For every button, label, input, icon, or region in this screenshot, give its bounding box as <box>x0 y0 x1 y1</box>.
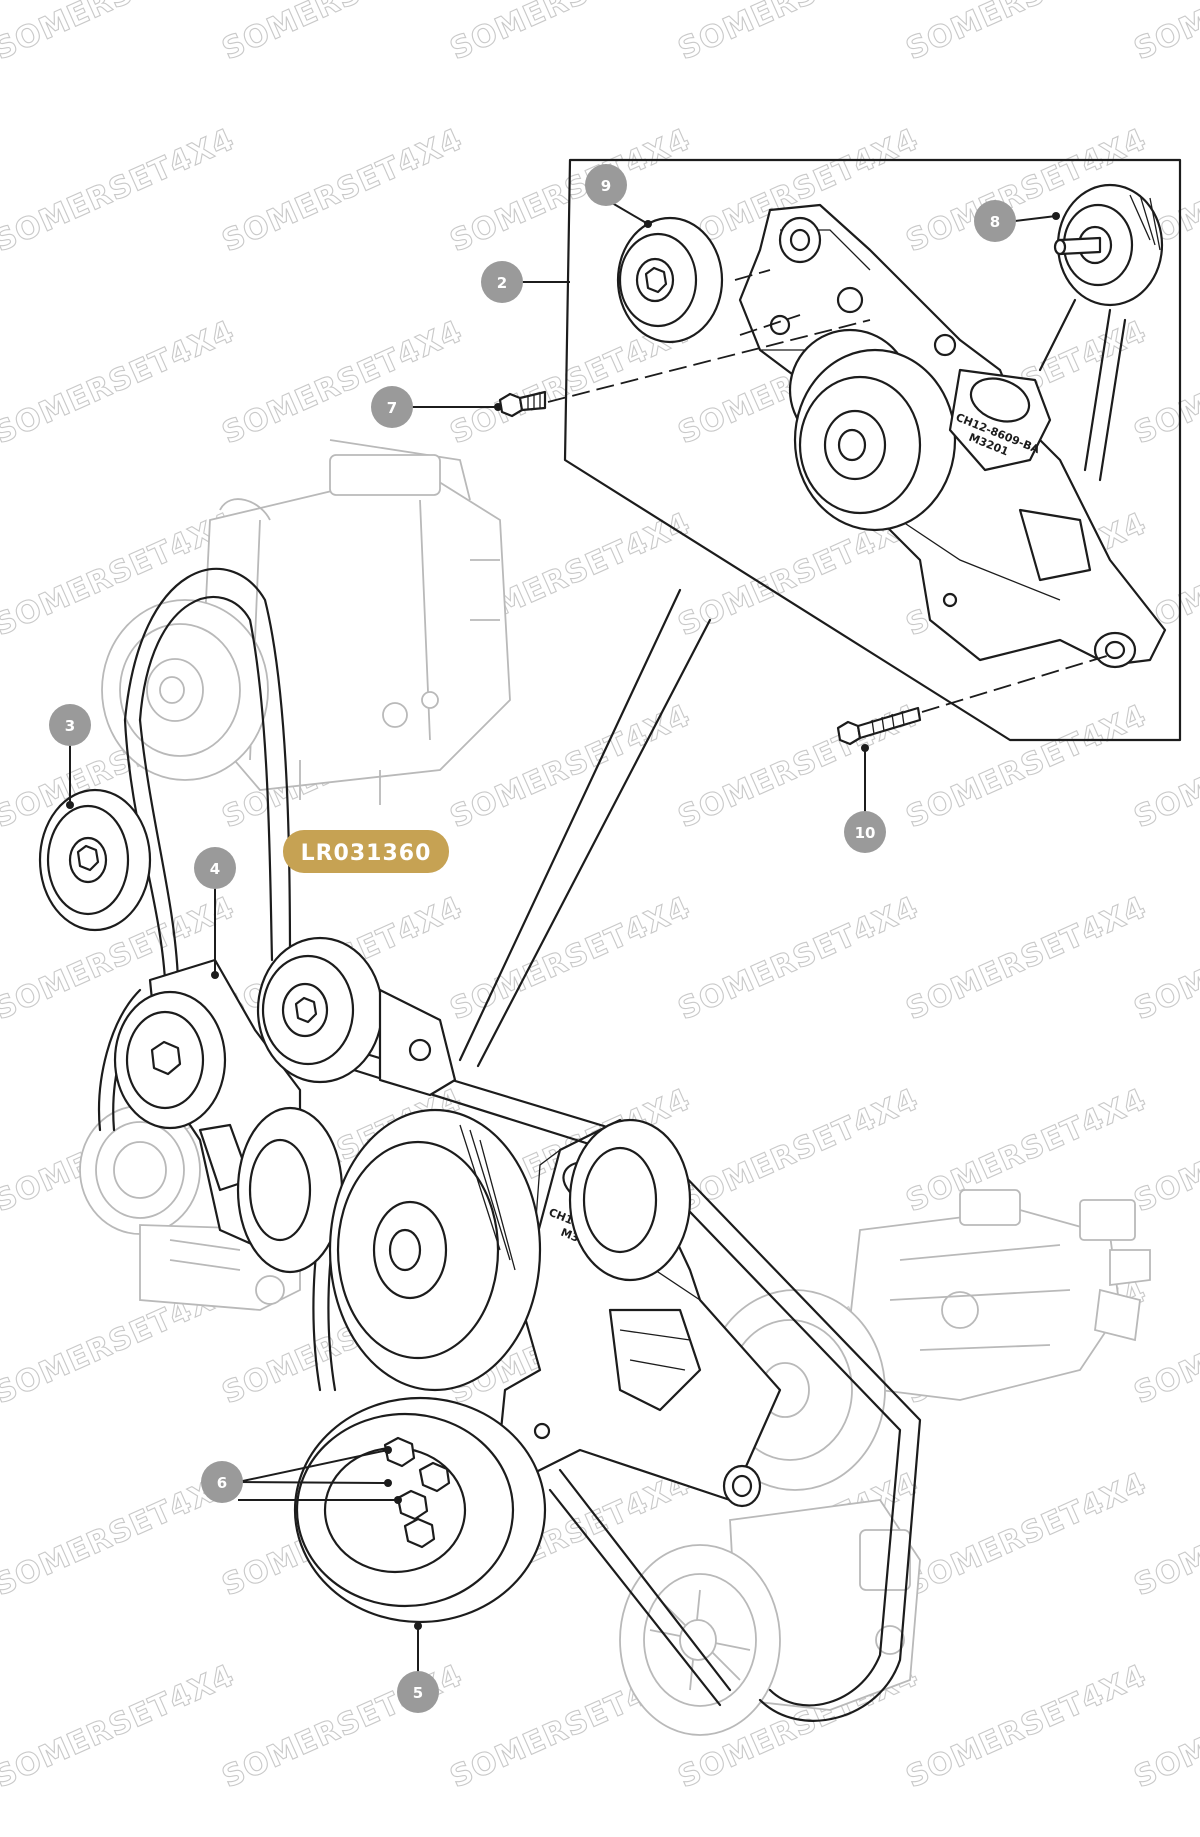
watermark-text: SOMERSET4X4 <box>673 890 924 1027</box>
watermark-text: SOMERSET4X4 <box>901 698 1152 835</box>
callout-7-label: 7 <box>387 399 397 417</box>
watermark-text: SOMERSET4X4 <box>217 0 468 67</box>
watermark-text: SOMERSET4X4 <box>0 314 240 451</box>
watermark-text: SOMERSET4X4 <box>445 0 696 67</box>
watermark-text: SOMERSET4X4 <box>217 314 468 451</box>
power-steering-pump-ghost <box>619 1499 921 1736</box>
callout-8: 8 <box>974 200 1016 242</box>
callout-5: 5 <box>397 1671 439 1713</box>
callout-4-label: 4 <box>210 860 220 878</box>
callout-8-label: 8 <box>990 213 1000 231</box>
watermark-text: SOMERSET4X4 <box>901 0 1152 67</box>
watermark-text: SOMERSET4X4 <box>901 1466 1152 1603</box>
idler-pulley-middle <box>236 1106 344 1274</box>
box-projection-lines <box>458 298 1127 1068</box>
crankshaft-side-pulley <box>328 1108 542 1392</box>
idler-pulley-upper <box>256 936 457 1097</box>
crankshaft-pulley <box>293 1396 547 1624</box>
watermark-text: SOMERSET4X4 <box>0 122 240 259</box>
watermark-text: SOMERSET4X4 <box>1129 0 1200 67</box>
reference-badge-text: LR031360 <box>301 841 432 866</box>
callout-9-label: 9 <box>601 177 611 195</box>
ac-compressor-pulley-ghost <box>101 599 269 781</box>
watermark-text: SOMERSET4X4 <box>673 0 924 67</box>
watermark-text: SOMERSET4X4 <box>445 890 696 1027</box>
watermark-text: SOMERSET4X4 <box>0 1658 240 1795</box>
callout-leaders <box>66 199 1060 1692</box>
callout-3: 3 <box>49 704 91 746</box>
callout-10-label: 10 <box>855 824 876 842</box>
tensioner-pulley-lower <box>568 1118 692 1282</box>
exploded-idler-pulley-8 <box>1053 183 1164 307</box>
callout-2-label: 2 <box>497 274 507 292</box>
watermark-text: SOMERSET4X4 <box>901 1082 1152 1219</box>
exploded-bolt-10 <box>836 706 922 746</box>
assembly-axis-lines <box>547 269 1111 713</box>
idler-pulley-left <box>38 788 152 932</box>
exploded-bolt-7 <box>498 390 547 418</box>
callout-2: 2 <box>481 261 523 303</box>
watermark-text: SOMERSET4X4 <box>901 890 1152 1027</box>
watermark-text: SOMERSET4X4 <box>901 1658 1152 1795</box>
callout-9: 9 <box>585 164 627 206</box>
exploded-detail-box <box>563 158 1182 742</box>
crankshaft-pulley-bolts <box>383 1436 451 1549</box>
reference-badge: LR031360 <box>283 830 449 873</box>
watermark-text: SOMERSET4X4 <box>673 1082 924 1219</box>
callout-5-label: 5 <box>413 1684 423 1702</box>
exploded-idler-pulley-9 <box>616 216 724 344</box>
water-pump-ghost <box>849 1189 1151 1401</box>
callout-3-label: 3 <box>65 717 75 735</box>
callout-6-label: 6 <box>217 1474 227 1492</box>
exploded-tensioner-bracket: CH12-8609-BA M3201 <box>738 203 1167 669</box>
watermark-layer: SOMERSET4X4SOMERSET4X4SOMERSET4X4SOMERSE… <box>0 0 1200 1796</box>
ac-compressor-ghost <box>199 439 511 805</box>
callout-6: 6 <box>201 1461 243 1503</box>
callout-4: 4 <box>194 847 236 889</box>
watermark-text: SOMERSET4X4 <box>0 0 240 67</box>
callout-10: 10 <box>844 811 886 853</box>
watermark-text: SOMERSET4X4 <box>217 122 468 259</box>
callout-7: 7 <box>371 386 413 428</box>
